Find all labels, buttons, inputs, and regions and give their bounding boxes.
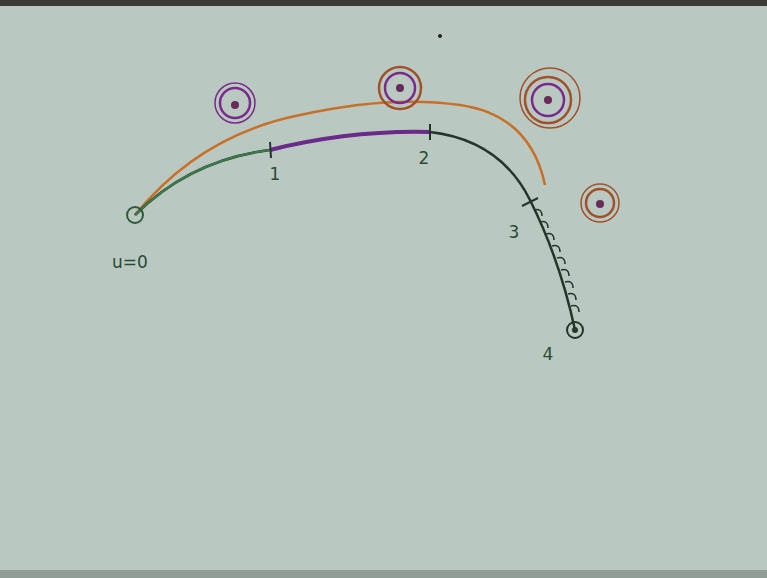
- point-number: 1: [270, 166, 281, 183]
- point-number: 3: [509, 224, 520, 241]
- main-curve: [135, 132, 575, 330]
- stray-dot: [438, 34, 442, 38]
- start-point: [127, 207, 143, 223]
- tick-marks: [270, 124, 538, 206]
- parameter-label: u=0: [112, 254, 148, 271]
- segment-0-1: [135, 150, 270, 215]
- control-dots: [231, 84, 604, 208]
- top-frame: [0, 0, 767, 6]
- segment-1-2: [270, 132, 430, 150]
- point-number: 4: [543, 346, 554, 363]
- hatch-marks: [534, 210, 579, 312]
- end-point: [567, 322, 583, 338]
- bottom-frame: [0, 570, 767, 578]
- point-number: 2: [419, 150, 430, 167]
- offset-curve: [135, 102, 545, 215]
- end-dot: [572, 327, 578, 333]
- control-circles: [215, 67, 619, 222]
